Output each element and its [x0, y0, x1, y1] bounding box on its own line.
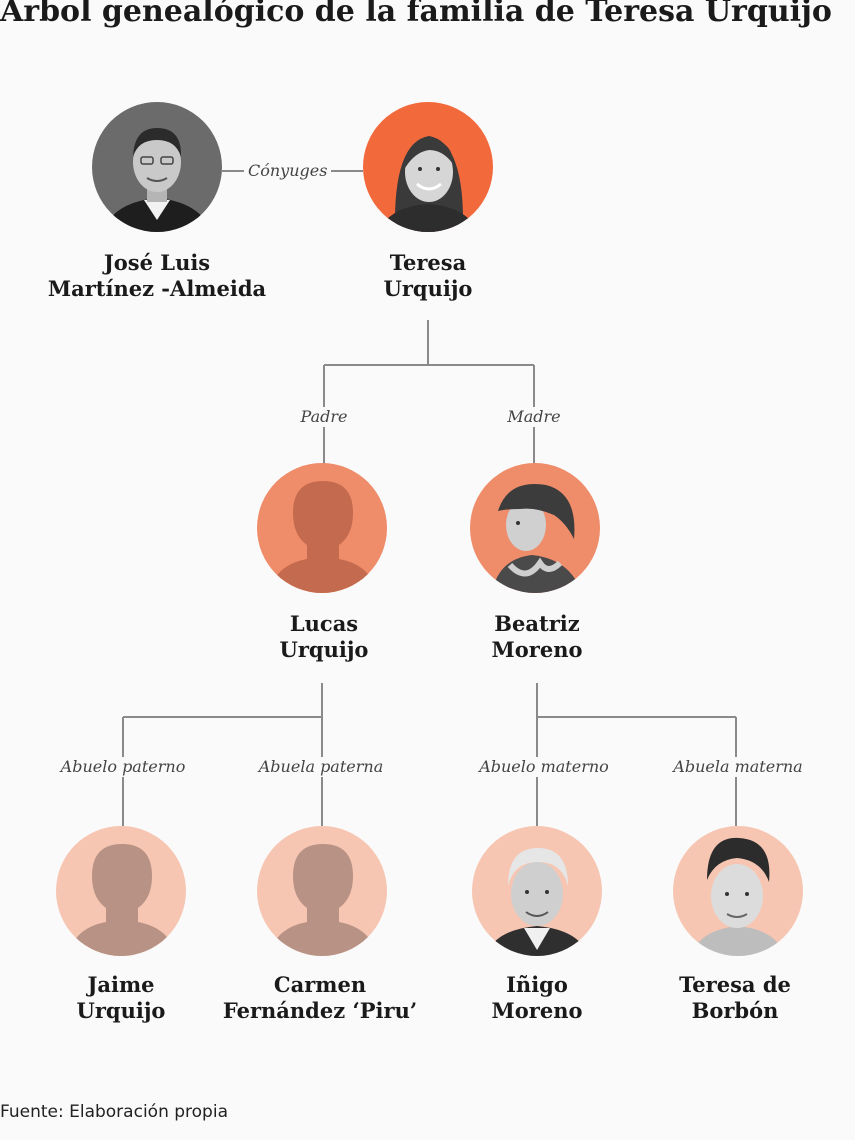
elderly-woman-portrait-icon — [673, 826, 803, 956]
father-name: Lucas Urquijo — [194, 611, 454, 663]
maternal-grandmother-first-line: Teresa de — [679, 972, 791, 997]
paternal-grandfather-first-line: Jaime — [87, 972, 155, 997]
wife-first-line: Teresa — [389, 250, 467, 275]
paternal-grandmother-name: Carmen Fernández ‘Piru’ — [190, 972, 450, 1024]
wife-name: Teresa Urquijo — [298, 250, 558, 302]
paternal-grandmother-first-line: Carmen — [273, 972, 367, 997]
man-portrait-icon — [92, 102, 222, 232]
paternal-grandfather-photo — [56, 826, 186, 956]
person-silhouette-icon — [257, 463, 387, 593]
person-silhouette-icon — [257, 826, 387, 956]
maternal-grandfather-first-line: Iñigo — [506, 972, 568, 997]
mother-second-line: Moreno — [491, 637, 583, 662]
maternal-grandmother-second-line: Borbón — [691, 998, 779, 1023]
paternal-grandmother-photo — [257, 826, 387, 956]
maternal-grandfather-relation-label: Abuelo materno — [454, 757, 634, 777]
maternal-grandfather-name: Iñigo Moreno — [407, 972, 667, 1024]
maternal-grandmother-relation-label: Abuela materna — [648, 757, 828, 777]
mother-photo — [470, 463, 600, 593]
person-silhouette-icon — [56, 826, 186, 956]
woman-portrait-icon — [363, 102, 493, 232]
paternal-grandfather-name: Jaime Urquijo — [0, 972, 251, 1024]
paternal-grandmother-second-line: Fernández ‘Piru’ — [222, 998, 418, 1023]
father-first-line: Lucas — [289, 611, 359, 636]
father-photo — [257, 463, 387, 593]
mother-first-line: Beatriz — [494, 611, 580, 636]
source-note: Fuente: Elaboración propia — [0, 1102, 228, 1122]
paternal-grandfather-second-line: Urquijo — [76, 998, 166, 1023]
maternal-grandmother-photo — [673, 826, 803, 956]
wife-photo — [363, 102, 493, 232]
husband-photo — [92, 102, 222, 232]
maternal-grandfather-second-line: Moreno — [491, 998, 583, 1023]
husband-name: José Luis Martínez -Almeida — [27, 250, 287, 302]
mother-name: Beatriz Moreno — [407, 611, 667, 663]
father-second-line: Urquijo — [279, 637, 369, 662]
paternal-grandfather-relation-label: Abuelo paterno — [33, 757, 213, 777]
woman-portrait-icon — [470, 463, 600, 593]
wife-second-line: Urquijo — [383, 276, 473, 301]
husband-second-line: Martínez -Almeida — [47, 276, 267, 301]
husband-first-line: José Luis — [103, 250, 211, 275]
father-relation-label: Padre — [234, 407, 414, 427]
paternal-grandmother-relation-label: Abuela paterna — [231, 757, 411, 777]
page-title: Árbol genealógico de la familia de Teres… — [0, 0, 832, 29]
maternal-grandmother-name: Teresa de Borbón — [605, 972, 855, 1024]
mother-relation-label: Madre — [444, 407, 624, 427]
spouse-relation-label: Cónyuges — [244, 161, 332, 181]
elderly-man-portrait-icon — [472, 826, 602, 956]
maternal-grandfather-photo — [472, 826, 602, 956]
